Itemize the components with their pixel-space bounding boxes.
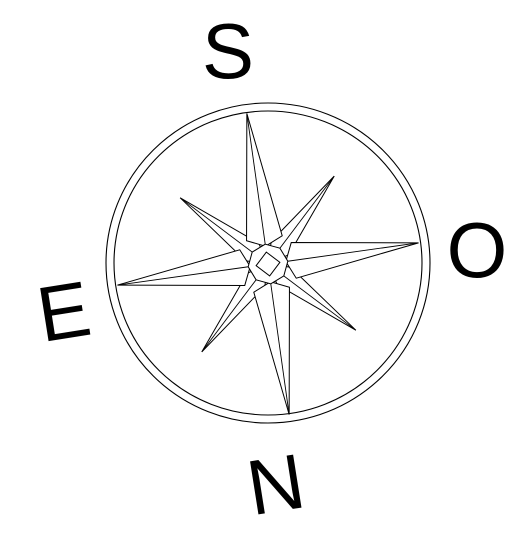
label-top: S [202,7,254,95]
label-right: O [447,206,508,294]
compass-star [92,88,443,439]
label-left: E [31,264,96,359]
label-bottom: N [241,436,310,532]
